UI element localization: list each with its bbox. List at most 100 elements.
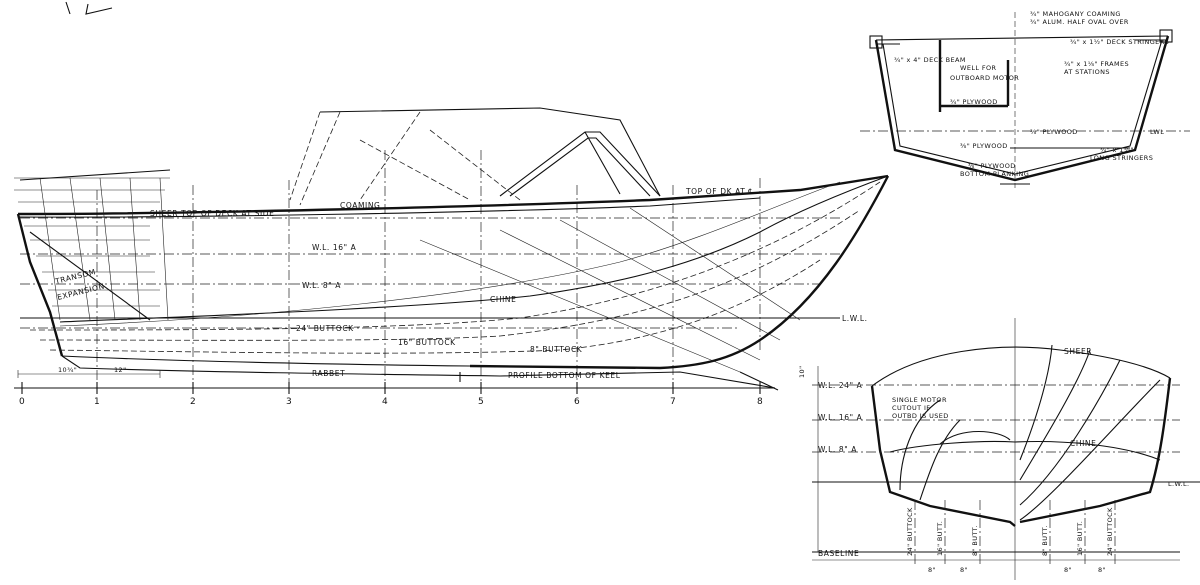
- station-2-label: 2: [190, 397, 196, 407]
- label-frames2: AT STATIONS: [1064, 68, 1110, 76]
- label-expansion: EXPANSION: [56, 281, 105, 301]
- label-top-of-deck-cl: TOP OF DK AT ℄: [685, 187, 754, 196]
- label-single-motor-1: SINGLE MOTOR: [892, 396, 947, 404]
- deck-edge-line: [17, 197, 761, 218]
- station-4-label: 4: [382, 397, 388, 407]
- motor-well: [938, 40, 1010, 112]
- label-single-motor-3: OUTBD IS USED: [892, 412, 949, 420]
- body-chine-curve: [889, 440, 1161, 461]
- label-coaming-note2: ¾" ALUM. HALF OVAL OVER: [1030, 18, 1129, 26]
- label-plywood-bottom-right: ⅜" PLYWOOD: [1030, 128, 1078, 136]
- canopy-frames: [289, 111, 521, 206]
- stem-and-forefoot: [469, 175, 890, 370]
- label-butt24-left: 24" BUTTOCK: [906, 507, 914, 556]
- label-deck-beam: ¾" x 4" DECK BEAM: [894, 56, 966, 64]
- windshield-frame: [499, 131, 661, 197]
- body-plan-view: SHEER CHINE W.L. 24" A W.L. 16" A W.L. 8…: [798, 318, 1200, 580]
- label-dim-10-3-4: 10¾": [58, 366, 77, 374]
- label-rabbet: RABBET: [312, 369, 345, 378]
- label-lwl: L.W.L.: [842, 314, 868, 323]
- body-right-outline: [1019, 377, 1172, 524]
- chine-line: [59, 175, 889, 323]
- label-outboard-motor: OUTBOARD MOTOR: [950, 74, 1019, 82]
- corner-scribble: [65, 1, 113, 15]
- midsection-deck-beams: [876, 39, 1168, 45]
- diagonal-1: [59, 181, 841, 327]
- windshield-post: [584, 131, 621, 195]
- label-profile-keel: PROFILE BOTTOM OF KEEL: [508, 371, 621, 380]
- sheer-line: [17, 174, 889, 216]
- label-buttock-8: 8" BUTTOCK: [530, 345, 583, 354]
- label-long-stringers: ¾" x 1½": [1100, 146, 1134, 154]
- label-plywood-bottom-planking2: BOTTOM PLANKING: [960, 170, 1029, 178]
- station-6-label: 6: [574, 397, 580, 407]
- label-butt8-right: 8" BUTT.: [1041, 525, 1049, 556]
- label-wl8: W.L. 8" A: [302, 281, 341, 290]
- label-body-lwl: L.W.L.: [1168, 480, 1190, 488]
- forefoot-tip: [739, 371, 779, 391]
- buttock-24-line: [29, 181, 881, 331]
- transom-line: [16, 213, 64, 357]
- label-single-motor-2: CUTOUT IF: [892, 404, 930, 412]
- motor-cutout-curve: [939, 430, 1011, 445]
- profile-view: 0 1 2 3 4 5 6 7 8: [14, 107, 890, 407]
- label-dim-12: 12": [114, 366, 126, 374]
- label-body-wl8: W.L. 8" A: [818, 445, 857, 454]
- label-wl16: W.L. 16" A: [312, 243, 357, 252]
- label-body-wl16: W.L. 16" A: [818, 413, 863, 422]
- station-numbers: 0 1 2 3 4 5 6 7 8: [19, 397, 763, 407]
- label-body-baseline: BASELINE: [818, 549, 859, 558]
- body-forward-sections: [1019, 344, 1161, 521]
- station-5-label: 5: [478, 397, 484, 407]
- buttock-16-line: [39, 209, 861, 341]
- label-coaming: COAMING: [340, 201, 380, 210]
- midsection-view: ¾" MAHOGANY COAMING ¾" ALUM. HALF OVAL O…: [860, 10, 1190, 188]
- label-butt16-right: 16" BUTT.: [1076, 521, 1084, 556]
- label-long-stringers2: LONG STRINGERS: [1090, 154, 1153, 162]
- body-section-lines: [419, 207, 801, 373]
- label-well: WELL FOR: [960, 64, 996, 72]
- label-body-chine: CHINE: [1070, 439, 1096, 448]
- label-midsection-lwl: LWL: [1150, 128, 1164, 136]
- station-1-label: 1: [94, 397, 100, 407]
- label-butt16-left: 16" BUTT.: [936, 521, 944, 556]
- label-body-wl24: W.L. 24" A: [818, 381, 863, 390]
- station-8-label: 8: [757, 397, 763, 407]
- station-3-label: 3: [286, 397, 292, 407]
- label-sheer-top-deck: SHEER TOP OF DECK AT SIDE: [150, 209, 275, 218]
- label-dim-8-b: 8": [960, 566, 968, 574]
- label-dim-8-c: 8": [1064, 566, 1072, 574]
- station-ticks: [21, 382, 761, 394]
- midsection-deck-line: [875, 35, 1169, 41]
- label-buttock-24: 24" BUTTOCK: [296, 324, 354, 333]
- label-coaming-note: ¾" MAHOGANY COAMING: [1030, 10, 1121, 18]
- body-buttock-verticals: [914, 500, 1116, 565]
- label-dim-8-d: 8": [1098, 566, 1106, 574]
- label-transom: TRANSOM: [53, 267, 96, 286]
- label-dim-8-a: 8": [928, 566, 936, 574]
- label-plywood-bottom-planking: ⅜" PLYWOOD: [968, 162, 1016, 170]
- label-body-dim-10: 10": [798, 366, 806, 378]
- rabbet-line: [61, 355, 471, 367]
- buttock-8-line: [49, 259, 821, 354]
- body-sheer-curve: [871, 346, 1171, 387]
- label-chine: CHINE: [490, 295, 516, 304]
- body-aft-sections: [899, 399, 961, 501]
- keel-profile-line: [61, 355, 776, 389]
- coaming-right: [1159, 29, 1173, 43]
- coaming-left: [869, 35, 883, 49]
- label-plywood-top: ¾" PLYWOOD: [950, 98, 998, 106]
- canopy-top: [319, 107, 661, 197]
- label-frames: ¾" x 1⅛" FRAMES: [1064, 60, 1129, 68]
- bottom-dimension: [17, 370, 161, 378]
- windshield-inner: [509, 137, 651, 197]
- label-buttock-16: 16" BUTTOCK: [398, 338, 456, 347]
- body-left-outline: [870, 385, 1016, 527]
- midsection-plywood-lines: [1000, 147, 1130, 185]
- station-verticals: [96, 150, 761, 382]
- station-7-label: 7: [670, 397, 676, 407]
- station-0-label: 0: [19, 397, 25, 407]
- label-plywood-bottom-left: ⅜" PLYWOOD: [960, 142, 1008, 150]
